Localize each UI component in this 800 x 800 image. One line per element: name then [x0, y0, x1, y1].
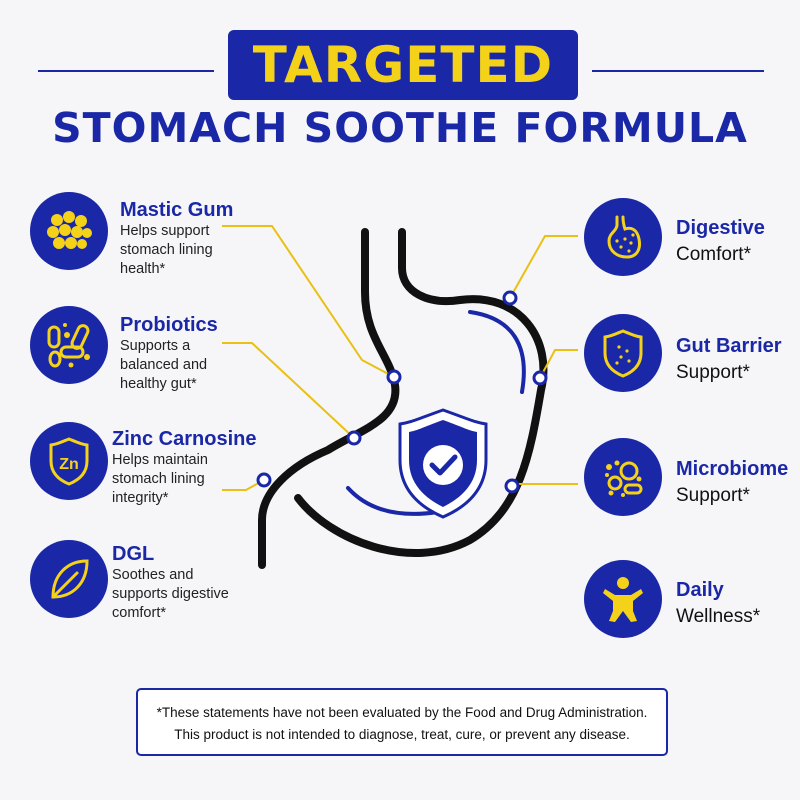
connector-dot — [256, 472, 272, 488]
microbiome-icon — [584, 438, 662, 516]
benefit-subtitle: Support* — [676, 362, 750, 383]
connector-dot — [346, 430, 362, 446]
stomach-outer-outline — [258, 228, 400, 569]
ingredient-name: DGL — [112, 543, 155, 565]
benefit-gut-barrier: Gut Barrier Support* — [676, 332, 782, 386]
ingredient-name: Mastic Gum — [120, 199, 234, 221]
ingredient-probiotics: Probiotics Supports a balanced and healt… — [120, 313, 240, 394]
ingredient-description: Soothes and supports digestive comfort* — [112, 567, 229, 621]
stomach-inner-curve-bottom — [346, 486, 440, 516]
ingredient-name: Probiotics — [120, 314, 218, 336]
ingredient-zinc-carnosine: Zinc Carnosine Helps maintain stomach li… — [112, 427, 256, 508]
connector-dot — [502, 290, 518, 306]
stomach-inner-curve-top — [468, 310, 526, 394]
page-title: STOMACH SOOTHE FORMULA — [52, 104, 748, 152]
benefit-daily-wellness: Daily Wellness* — [676, 576, 760, 630]
connector-gut-barrier — [539, 349, 578, 379]
stomach-inner-outline — [294, 228, 548, 557]
shield-icon — [398, 408, 488, 519]
benefit-title: Gut Barrier — [676, 335, 782, 357]
connector-dot — [504, 478, 520, 494]
disclaimer-line-2: This product is not intended to diagnose… — [174, 727, 630, 742]
benefit-title: Digestive — [676, 217, 765, 239]
connector-dot — [532, 370, 548, 386]
ingredient-mastic-gum: Mastic Gum Helps support stomach lining … — [120, 198, 250, 279]
benefit-subtitle: Wellness* — [676, 606, 761, 627]
mastic-gum-icon — [30, 192, 108, 270]
zinc-symbol: Zn — [59, 456, 79, 473]
probiotics-icon — [30, 306, 108, 384]
benefit-subtitle: Comfort* — [676, 244, 751, 265]
zinc-shield-icon: Zn — [30, 422, 108, 500]
ingredient-dgl: DGL Soothes and supports digestive comfo… — [112, 542, 237, 623]
badge-text: TARGETED — [252, 36, 554, 94]
ingredient-description: Helps maintain stomach lining integrity* — [112, 452, 208, 506]
ingredient-description: Helps support stomach lining health* — [120, 223, 213, 277]
header-rule-left — [38, 70, 214, 72]
benefit-digestive-comfort: Digestive Comfort* — [676, 214, 765, 268]
stomach-icon — [584, 198, 662, 276]
disclaimer-line-1: *These statements have not been evaluate… — [156, 705, 648, 720]
person-icon — [584, 560, 662, 638]
benefit-title: Daily — [676, 579, 724, 601]
ingredient-name: Zinc Carnosine — [112, 428, 257, 450]
shield-inner — [409, 420, 477, 507]
header-rule-right — [592, 70, 764, 72]
leaf-icon — [30, 540, 108, 618]
connector-probiotics — [222, 342, 355, 439]
benefit-microbiome: Microbiome Support* — [676, 455, 788, 509]
connector-digestive — [509, 235, 578, 299]
shield-icon — [584, 314, 662, 392]
fda-disclaimer: *These statements have not been evaluate… — [136, 688, 668, 756]
check-circle — [423, 445, 463, 485]
check-icon — [429, 454, 458, 476]
ingredient-description: Supports a balanced and healthy gut* — [120, 338, 208, 392]
targeted-badge: TARGETED — [228, 30, 578, 100]
benefit-subtitle: Support* — [676, 485, 750, 506]
connector-dot — [386, 369, 402, 385]
benefit-title: Microbiome — [676, 458, 789, 480]
